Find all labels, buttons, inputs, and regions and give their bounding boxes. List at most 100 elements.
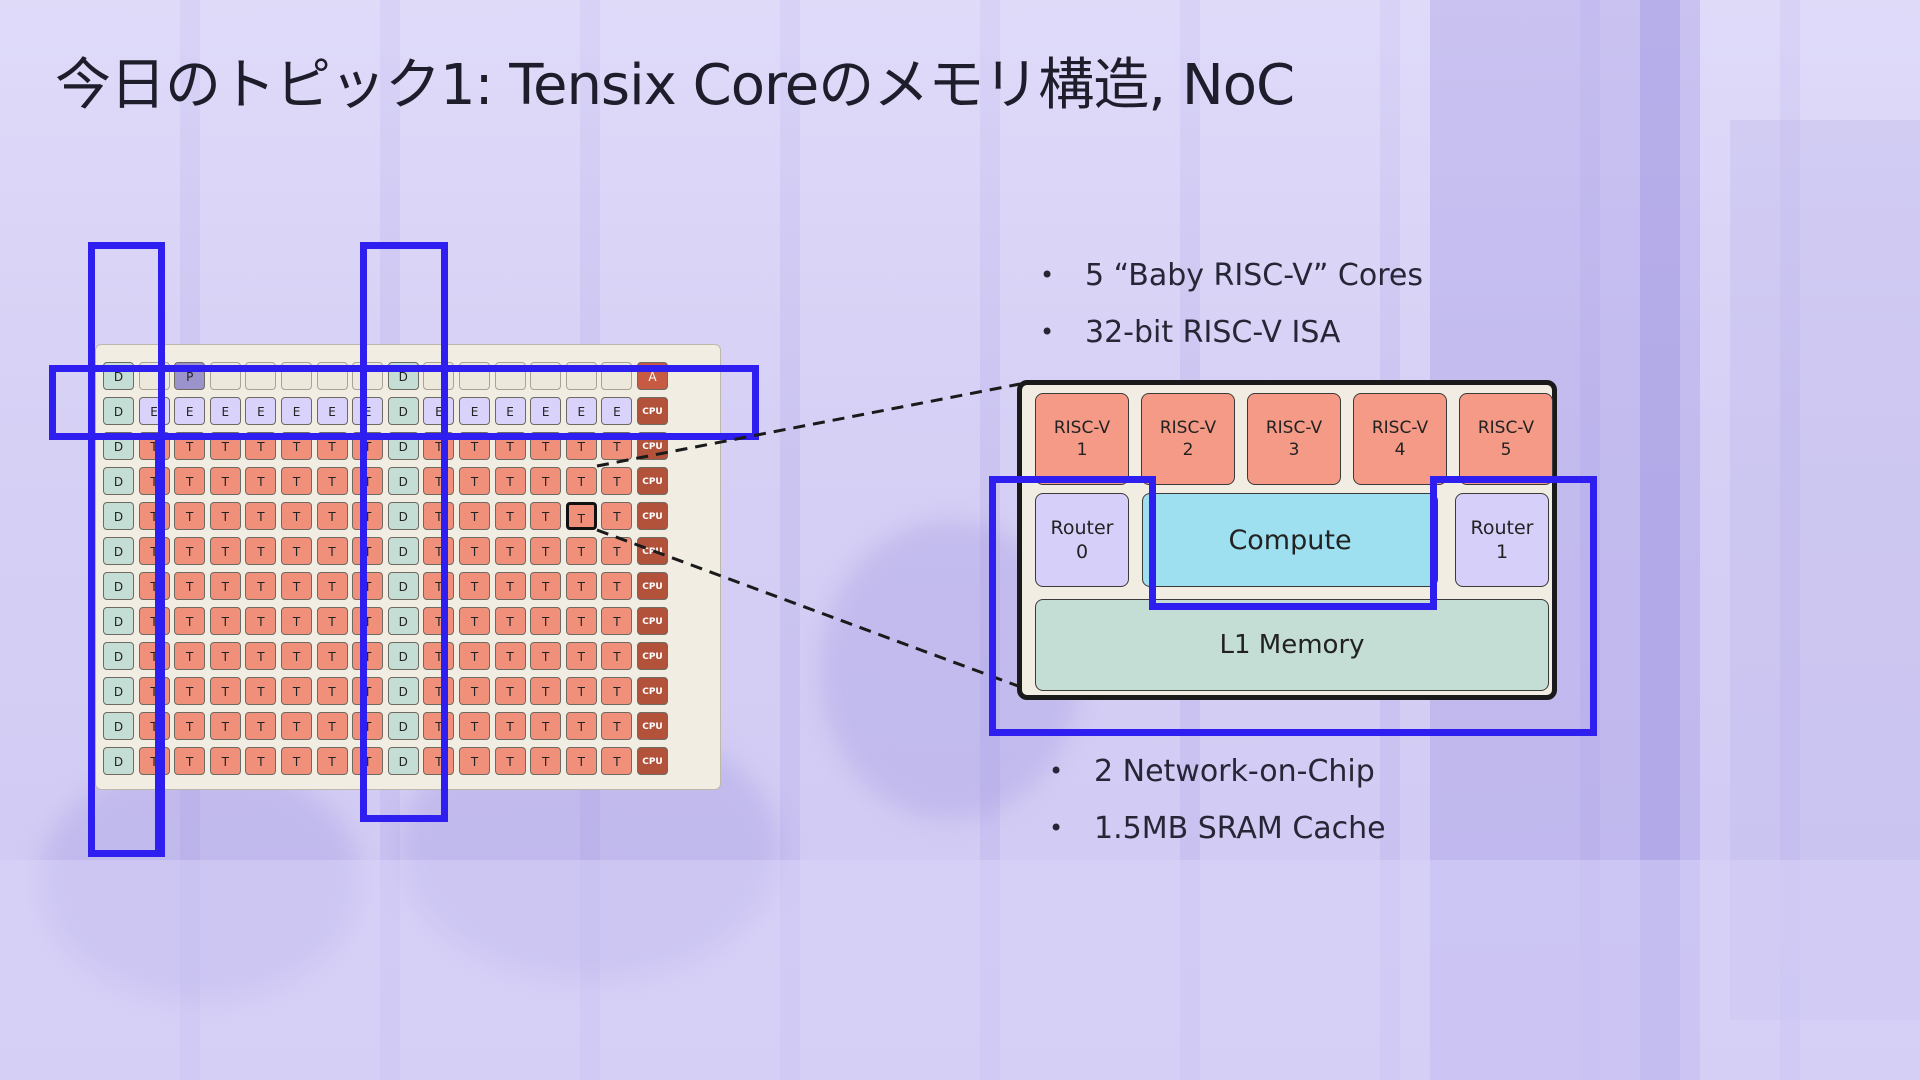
- chip-cell-t: T: [530, 572, 562, 600]
- chip-cell-t: T: [494, 537, 526, 565]
- chip-cell-t: T: [459, 537, 490, 565]
- chip-cell-d: D: [103, 747, 134, 775]
- chip-cell-t: T: [281, 502, 312, 530]
- chip-cell-t: T: [209, 502, 241, 530]
- chip-cell-t: T: [423, 572, 455, 600]
- l1-memory-label: L1 Memory: [1219, 630, 1365, 660]
- chip-cell-t: T: [209, 467, 241, 495]
- chip-cell-t: T: [459, 467, 490, 495]
- chip-cell-t: T: [316, 642, 348, 670]
- chip-cell-t: T: [565, 712, 597, 740]
- chip-cell-e: E: [209, 397, 241, 425]
- chip-cell-t: T: [174, 642, 206, 670]
- chip-cell-t: T: [423, 502, 455, 530]
- chip-cell-t: T: [316, 572, 348, 600]
- chip-cell-t: T: [316, 747, 348, 775]
- risc-v-label: RISC-V: [1371, 418, 1429, 438]
- chip-cell-t: T: [352, 502, 384, 530]
- chip-cell-t: T: [281, 677, 312, 705]
- chip-cell-t: T: [174, 747, 206, 775]
- chip-cell-t: T: [423, 677, 455, 705]
- bullets-top: 5 “Baby RISC-V” Cores32-bit RISC-V ISA: [1040, 258, 1423, 372]
- chip-cell-t: T: [530, 712, 562, 740]
- chip-cell-d: D: [387, 712, 419, 740]
- chip-cell-d: D: [387, 467, 419, 495]
- chip-cell-t: T: [209, 537, 241, 565]
- chip-cell-e: E: [565, 397, 597, 425]
- chip-cell-t: T: [245, 537, 277, 565]
- chip-cell-t: T: [530, 502, 562, 530]
- bullets-bottom: 2 Network-on-Chip1.5MB SRAM Cache: [1049, 754, 1386, 868]
- chip-cell-t: T: [494, 712, 526, 740]
- chip-cell-d: D: [387, 572, 419, 600]
- chip-cell-t: T: [174, 607, 206, 635]
- chip-cell-t: T: [209, 642, 241, 670]
- chip-cell-t: T: [281, 642, 312, 670]
- chip-cell-t: T: [209, 747, 241, 775]
- chip-cell-t: T: [530, 537, 562, 565]
- chip-cell-d: D: [103, 642, 134, 670]
- chip-cell-t: T: [494, 747, 526, 775]
- chip-cell-t: T: [281, 467, 312, 495]
- chip-cell-t: T: [601, 467, 633, 495]
- chip-cell-t: T: [245, 607, 277, 635]
- chip-cell-cpu: CPU: [637, 712, 668, 740]
- chip-cell-t: T: [565, 607, 597, 635]
- chip-cell-e: E: [316, 397, 348, 425]
- noc-overlay-line: [155, 433, 162, 857]
- chip-cell-t: T: [209, 677, 241, 705]
- chip-cell-t: T: [601, 572, 633, 600]
- chip-cell-t: T: [530, 607, 562, 635]
- noc-overlay-line: [49, 365, 759, 440]
- chip-cell-d: D: [387, 537, 419, 565]
- chip-cell-t: T: [209, 572, 241, 600]
- chip-cell-t: T: [316, 677, 348, 705]
- chip-cell-d: D: [387, 607, 419, 635]
- chip-cell-t: T: [423, 537, 455, 565]
- chip-cell-t: T: [209, 607, 241, 635]
- chip-cell-t: T: [316, 467, 348, 495]
- chip-cell-t: T: [174, 502, 206, 530]
- noc-overlay-core: [1149, 476, 1437, 610]
- chip-cell-t: T: [565, 747, 597, 775]
- chip-cell-t: T: [530, 677, 562, 705]
- chip-cell-t: T: [565, 467, 597, 495]
- chip-cell-t: T: [316, 712, 348, 740]
- chip-cell-t: T: [316, 502, 348, 530]
- router-1-num: 1: [1495, 541, 1509, 563]
- chip-cell-t: T: [601, 677, 633, 705]
- chip-cell-t: T: [565, 572, 597, 600]
- router-0-num: 0: [1075, 541, 1089, 563]
- noc-overlay-core: [1430, 476, 1597, 736]
- chip-cell-e: E: [530, 397, 562, 425]
- chip-cell-t: T: [494, 502, 526, 530]
- chip-cell-t: T: [352, 607, 384, 635]
- chip-cell-t: T: [459, 642, 490, 670]
- chip-cell-t: T: [494, 677, 526, 705]
- chip-cell-t: T: [565, 537, 597, 565]
- chip-cell-t: T: [530, 467, 562, 495]
- chip-cell-d: D: [387, 747, 419, 775]
- chip-cell-t: T: [459, 607, 490, 635]
- chip-cell-t: T: [245, 502, 277, 530]
- chip-cell-t: T: [245, 467, 277, 495]
- chip-cell-t: T: [601, 502, 633, 530]
- chip-cell-cpu: CPU: [637, 747, 668, 775]
- risc-v-number: 4: [1394, 440, 1406, 460]
- chip-cell-d: D: [103, 467, 134, 495]
- chip-cell-d: D: [103, 397, 134, 425]
- chip-cell-e: E: [494, 397, 526, 425]
- chip-cell-t: T: [423, 467, 455, 495]
- noc-overlay-core: [989, 476, 1597, 736]
- bullet-item: 1.5MB SRAM Cache: [1049, 811, 1386, 846]
- chip-cell-t: T: [423, 747, 455, 775]
- chip-cell-d: D: [103, 572, 134, 600]
- chip-cell-t: T: [352, 677, 384, 705]
- chip-cell-t: T: [281, 537, 312, 565]
